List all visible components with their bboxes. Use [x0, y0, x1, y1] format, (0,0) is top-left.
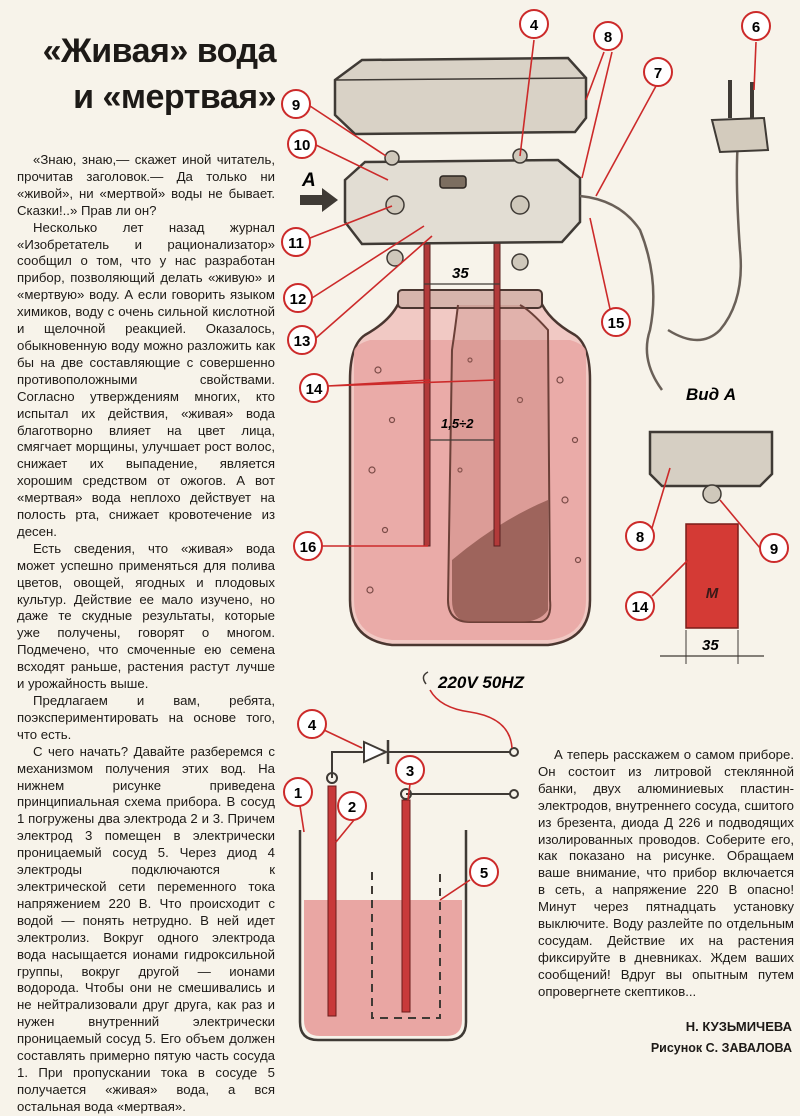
- electrode-3: [401, 799, 411, 1013]
- electrode-2: [327, 785, 337, 1017]
- illustrations: A 35 1,5÷2 4 8 6 9 10 7 11 12 13 14 15: [281, 9, 789, 1042]
- svg-text:4: 4: [530, 17, 539, 34]
- callout: 2: [337, 791, 367, 821]
- view-a-illustration: Вид А М 35 8 9 14: [625, 385, 789, 664]
- callout: 11: [281, 227, 311, 257]
- svg-text:7: 7: [654, 65, 662, 82]
- supply-label: 220V 50HZ: [437, 673, 525, 692]
- inner-vessel: [371, 872, 441, 1019]
- arrow-label: A: [301, 170, 316, 191]
- svg-text:14: 14: [306, 381, 323, 398]
- vessel-water: [304, 900, 462, 1036]
- svg-text:13: 13: [294, 333, 311, 350]
- paragraph: А теперь расскажем о самом приборе. Он с…: [538, 747, 794, 999]
- callout: 9: [759, 533, 789, 563]
- circuit-wires: [326, 747, 519, 800]
- illustrator-credit: Рисунок С. ЗАВАЛОВА: [650, 1041, 792, 1055]
- callout: 7: [643, 57, 673, 87]
- outer-vessel: [298, 830, 468, 1042]
- paragraph: Предлагаем и вам, ребята, поэксперименти…: [17, 693, 275, 742]
- callout: 8: [625, 521, 655, 551]
- article-column-left: «Знаю, знаю,— скажет иной читатель, проч…: [17, 152, 275, 1116]
- jar-neck: [397, 289, 543, 309]
- svg-text:10: 10: [294, 137, 311, 154]
- callout: 5: [469, 857, 499, 887]
- callout: 4: [297, 709, 327, 739]
- callout: 4: [519, 9, 549, 39]
- callout: 15: [601, 307, 631, 337]
- title-line-2: и «мертвая»: [73, 78, 276, 116]
- title-line-1: «Живая» вода: [42, 32, 277, 70]
- callout-leaders: [309, 39, 757, 547]
- view-a-dim: 35: [702, 637, 719, 654]
- callout: 14: [625, 591, 655, 621]
- screws: [384, 148, 530, 271]
- svg-text:2: 2: [348, 799, 356, 816]
- callout-circles: 4 8 6 9 10 7 11 12 13 14 15 16: [281, 9, 771, 561]
- view-a-caption: Вид А: [686, 385, 736, 404]
- vessel-bottom-shade: [452, 500, 548, 622]
- callout: 8: [593, 21, 623, 51]
- svg-text:3: 3: [406, 763, 414, 780]
- svg-text:4: 4: [308, 717, 317, 734]
- svg-text:8: 8: [604, 29, 612, 46]
- svg-text:14: 14: [632, 599, 649, 616]
- callout: 3: [395, 755, 425, 785]
- electrode-right: [493, 215, 501, 547]
- cord-to-plug: [667, 139, 743, 342]
- paragraph: Есть сведения, что «живая» вода может ус…: [17, 540, 275, 692]
- callout: 13: [287, 325, 317, 355]
- callout: 12: [283, 283, 313, 313]
- svg-text:1: 1: [294, 785, 302, 802]
- author-credit: Н. КУЗЬМИЧЕВА: [685, 1019, 792, 1034]
- svg-text:15: 15: [608, 315, 625, 332]
- plate-mark: М: [706, 585, 719, 602]
- view-a-screw: [702, 484, 722, 504]
- diode: [439, 175, 467, 189]
- diode-symbol: [363, 740, 389, 764]
- device-cover: [333, 56, 588, 136]
- article-title: «Живая» вода и «мертвая»: [14, 28, 277, 120]
- svg-text:5: 5: [480, 865, 488, 882]
- svg-text:9: 9: [770, 541, 778, 558]
- bubbles: [366, 357, 582, 594]
- paragraph: «Знаю, знаю,— скажет иной читатель, проч…: [17, 152, 275, 218]
- dim-35: 35: [452, 265, 469, 282]
- view-arrow: [300, 188, 338, 212]
- callout: 16: [293, 531, 323, 561]
- plug-body: [710, 116, 770, 154]
- cover-edge: [334, 77, 587, 81]
- svg-text:8: 8: [636, 529, 644, 546]
- callout: 14: [299, 373, 329, 403]
- view-a-plate: [685, 523, 739, 629]
- svg-text:16: 16: [300, 539, 317, 556]
- svg-text:11: 11: [288, 235, 304, 252]
- svg-text:12: 12: [290, 291, 307, 308]
- svg-text:9: 9: [292, 97, 300, 114]
- terminal-box: [343, 158, 582, 246]
- callout: 6: [741, 11, 771, 41]
- cord-wire: [579, 194, 664, 391]
- paragraph: Несколько лет назад журнал «Изобретатель…: [17, 219, 275, 539]
- callout: 9: [281, 89, 311, 119]
- view-a-box: [648, 430, 774, 488]
- device-illustration: A 35 1,5÷2 4 8 6 9 10 7 11 12 13 14 15: [281, 9, 771, 647]
- callout: 1: [283, 777, 313, 807]
- supply-leader: [429, 689, 513, 749]
- dim-gap: 1,5÷2: [441, 416, 474, 431]
- article-column-right: А теперь расскажем о самом приборе. Он с…: [538, 747, 794, 1001]
- schematic-diagram: 220V 50HZ 4 1 2 3: [283, 671, 525, 1042]
- svg-text:6: 6: [752, 19, 760, 36]
- paragraph: С чего начать? Давайте разберемся с меха…: [17, 743, 275, 1114]
- callout: 10: [287, 129, 317, 159]
